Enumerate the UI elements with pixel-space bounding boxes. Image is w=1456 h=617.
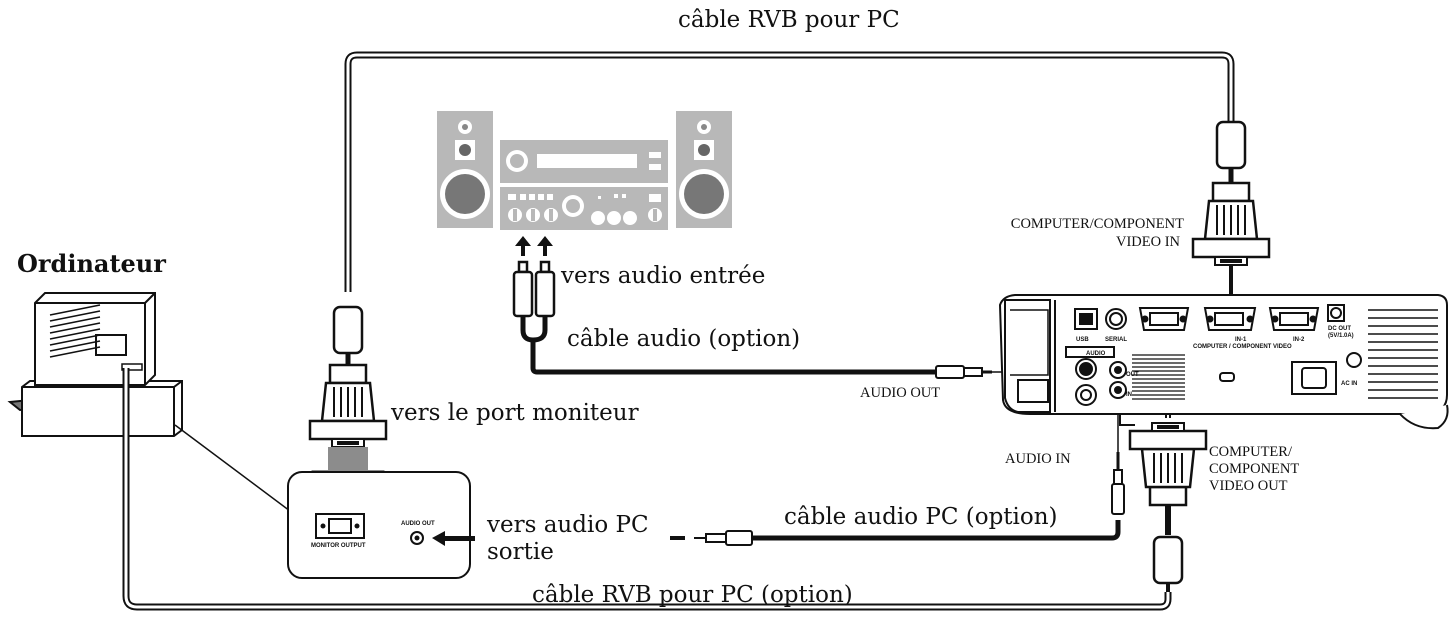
svg-text:IN-2: IN-2 — [1293, 337, 1305, 343]
component-video-out-label-2: COMPONENT — [1209, 461, 1300, 477]
top-cable-label: câble RVB pour PC — [678, 7, 900, 33]
vga-plug-icon — [1128, 421, 1208, 507]
svg-text:AC IN: AC IN — [1341, 381, 1357, 387]
pc-back-panel — [287, 471, 475, 579]
svg-text:IN-1: IN-1 — [1235, 337, 1247, 343]
computer-label: Ordinateur — [17, 249, 166, 278]
svg-text:DC OUT: DC OUT — [1328, 326, 1351, 332]
desktop-computer-icon — [7, 292, 183, 437]
component-video-in-label-2: VIDEO IN — [1115, 234, 1180, 250]
svg-text:SERIAL: SERIAL — [1105, 337, 1127, 343]
pc-audio-cable — [670, 384, 1125, 546]
svg-text:IN: IN — [1126, 392, 1132, 398]
svg-text:USB: USB — [1076, 337, 1089, 343]
svg-text:(5V/1.0A): (5V/1.0A) — [1328, 333, 1354, 339]
component-video-out-label-3: VIDEO OUT — [1209, 478, 1288, 494]
callout-line — [174, 424, 291, 512]
ferrite-core — [1215, 120, 1247, 170]
bottom-cable-label: câble RVB pour PC (option) — [532, 582, 853, 608]
ferrite-core — [332, 305, 364, 355]
audio-in-label: AUDIO IN — [1005, 451, 1071, 467]
monitor-output-label: MONITOR OUTPUT — [311, 543, 366, 549]
mini-jack-plug-icon — [935, 365, 992, 379]
svg-text:AUDIO: AUDIO — [1086, 351, 1106, 357]
to-pc-audio-label-2: sortie — [487, 539, 554, 565]
projector-icon: USB SERIAL IN-1 IN-2 COMPUTER / COMPONEN… — [998, 294, 1449, 430]
ferrite-core — [1152, 535, 1184, 585]
to-monitor-port-label: vers le port moniteur — [391, 400, 639, 426]
svg-text:COMPUTER / COMPONENT VIDEO: COMPUTER / COMPONENT VIDEO — [1193, 344, 1292, 350]
rca-plug-icon — [512, 236, 936, 375]
to-pc-audio-label-1: vers audio PC — [487, 512, 649, 538]
pc-audio-cable-label: câble audio PC (option) — [784, 504, 1058, 530]
to-audio-input-label: vers audio entrée — [561, 263, 766, 289]
vga-plug-icon — [308, 363, 388, 449]
audio-out-label: AUDIO OUT — [860, 385, 941, 401]
vga-plug-icon — [1191, 181, 1271, 267]
component-video-in-label-1: COMPUTER/COMPONENT — [1010, 216, 1184, 232]
audio-cable-label: câble audio (option) — [567, 326, 801, 352]
stereo-system-icon — [437, 111, 732, 230]
pc-audio-out-port-label: AUDIO OUT — [401, 521, 435, 527]
left-arrow-icon — [432, 531, 475, 546]
component-video-out-label-1: COMPUTER/ — [1209, 444, 1292, 460]
